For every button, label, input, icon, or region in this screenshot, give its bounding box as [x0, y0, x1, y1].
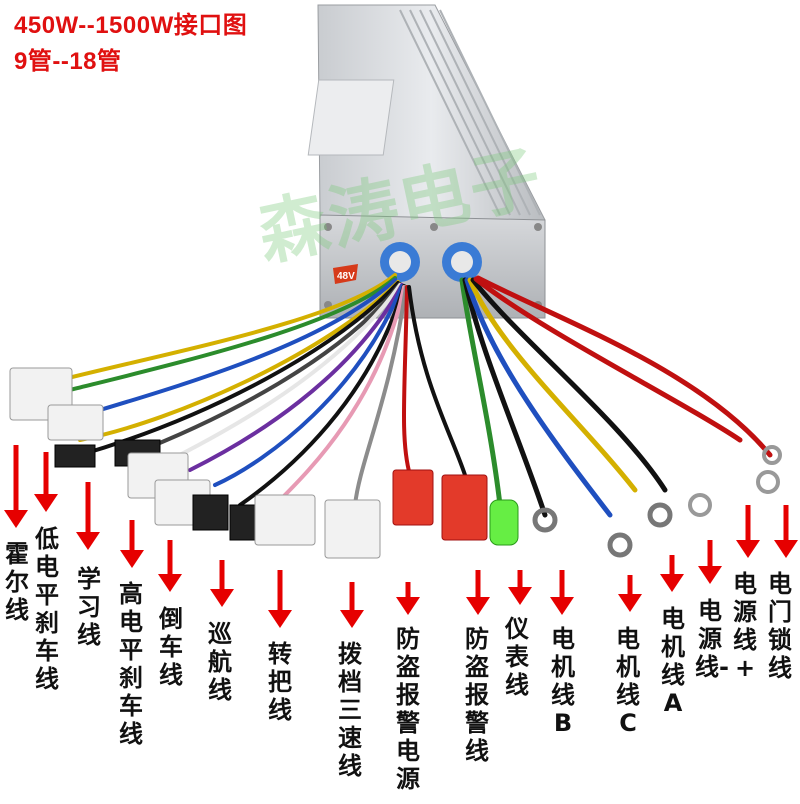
- wire-label: 电源线+: [733, 570, 757, 682]
- connectors: [9, 367, 782, 559]
- down-arrow-icon: [508, 570, 532, 605]
- motor-c-terminal: [607, 532, 633, 558]
- low-brake-connector: [47, 404, 104, 441]
- right-wire-bundle: [459, 275, 773, 518]
- motor-a-terminal: [647, 502, 673, 528]
- wire-label: 学习线: [77, 565, 101, 649]
- controller-box: [307, 4, 546, 319]
- cruise-connector: [192, 494, 229, 531]
- down-arrow-icon: [158, 540, 182, 592]
- wire-label: 电源线-: [695, 597, 729, 681]
- wire-label: 倒车线: [159, 605, 183, 689]
- wire-label: 巡航线: [208, 620, 232, 704]
- meter-connector: [489, 499, 519, 546]
- wire-label: 电机线B: [551, 625, 575, 737]
- key-switch-terminal: [762, 445, 782, 465]
- wire-label: 电机线A: [661, 605, 685, 717]
- down-arrow-icon: [698, 540, 722, 584]
- learn-connector: [54, 444, 96, 468]
- down-arrow-icon: [396, 582, 420, 615]
- alarm-connector: [441, 474, 488, 541]
- wire-label: 电门锁线: [768, 570, 792, 682]
- wire-label: 霍尔线: [5, 540, 29, 624]
- voltage-badge: 48V: [333, 264, 358, 284]
- wire-label: 高电平刹车线: [119, 580, 143, 748]
- throttle-connector: [254, 494, 316, 546]
- down-arrow-icon: [4, 445, 28, 528]
- diagram-title: 450W--1500W接口图: [14, 12, 248, 39]
- wire-label: 电机线C: [616, 625, 640, 737]
- alarm-power-connector: [392, 469, 434, 526]
- three-speed-connector: [324, 499, 381, 559]
- down-arrow-icon: [618, 575, 642, 612]
- wire-label: 拨档三速线: [338, 640, 362, 780]
- wire-label: 转把线: [268, 640, 292, 724]
- down-arrow-icon: [774, 505, 798, 558]
- wire-label: 防盗报警线: [465, 625, 489, 765]
- svg-text:48V: 48V: [337, 271, 355, 282]
- label-arrows: [4, 445, 798, 628]
- down-arrow-icon: [340, 582, 364, 628]
- down-arrow-icon: [268, 570, 292, 628]
- wire-label: 低电平刹车线: [35, 525, 59, 693]
- down-arrow-icon: [550, 570, 574, 615]
- diagram-subtitle: 9管--18管: [14, 48, 122, 75]
- down-arrow-icon: [660, 555, 684, 592]
- down-arrow-icon: [76, 482, 100, 550]
- motor-b-terminal: [532, 507, 558, 533]
- down-arrow-icon: [210, 560, 234, 607]
- down-arrow-icon: [736, 505, 760, 558]
- power-positive-terminal: [756, 470, 780, 494]
- wire-label: 防盗报警电源: [396, 625, 420, 793]
- down-arrow-icon: [466, 570, 490, 615]
- wire-label: 仪表线: [505, 615, 529, 699]
- power-negative-terminal: [688, 493, 712, 517]
- down-arrow-icon: [34, 452, 58, 512]
- left-wire-bundle: [58, 273, 467, 507]
- down-arrow-icon: [120, 520, 144, 568]
